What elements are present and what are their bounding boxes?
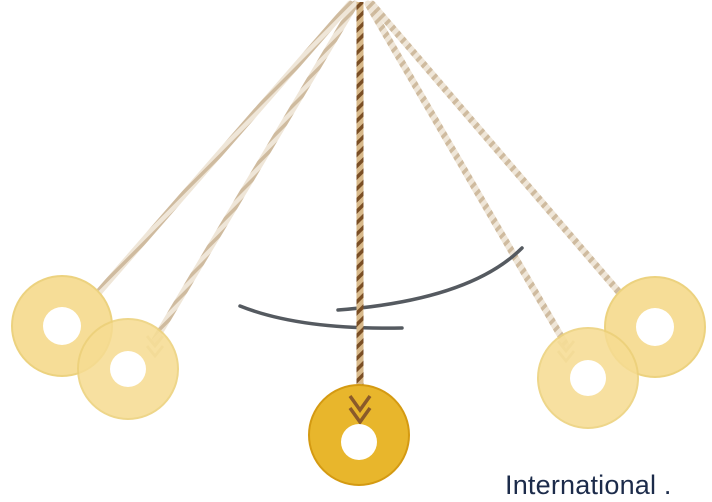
pendulum-ghost-far-right <box>372 4 705 377</box>
pendulum-active-center <box>309 2 409 485</box>
motion-arc-icon <box>240 306 402 328</box>
rope-near-left <box>155 4 355 340</box>
rope-far-right <box>372 4 630 305</box>
motion-arc-icon <box>338 248 522 310</box>
caption-text: International . <box>505 470 672 501</box>
pendulum-ghost-near-left <box>78 4 355 419</box>
pendulum-ghost-near-right <box>368 4 638 428</box>
rope-near-right <box>368 4 566 345</box>
rope-far-left <box>92 4 350 300</box>
